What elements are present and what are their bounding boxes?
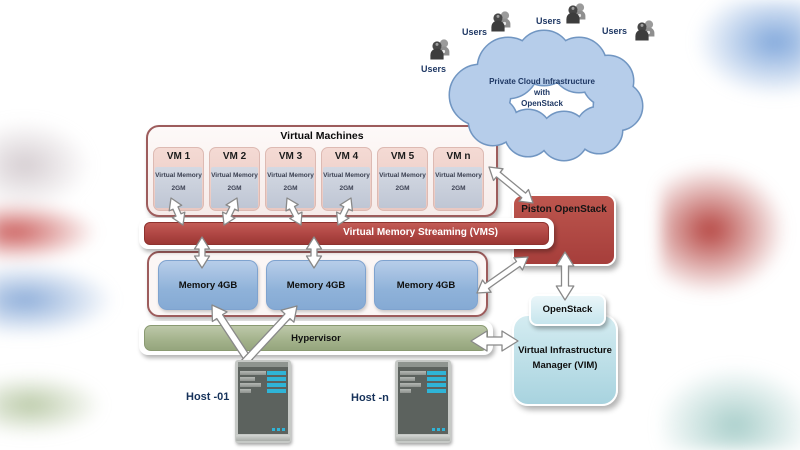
host-server-tower-n bbox=[395, 360, 451, 443]
vm-memory-line2: 2GM bbox=[395, 185, 410, 192]
vm-memory-panel: Virtual Memory 2GM bbox=[379, 167, 426, 208]
openstack-label: OpenStack bbox=[542, 304, 593, 315]
vm-memory-panel: Virtual Memory 2GM bbox=[211, 167, 258, 208]
vm-name: VM 1 bbox=[166, 151, 191, 162]
vm-name: VM 2 bbox=[222, 151, 247, 162]
vm-card-5: VM 5 Virtual Memory 2GM bbox=[377, 147, 428, 211]
vm-memory-line1: Virtual Memory bbox=[379, 172, 426, 179]
host-label-n: Host -n bbox=[351, 392, 389, 404]
vms-bar-label: Virtual Memory Streaming (VMS) bbox=[343, 227, 498, 238]
users-icon bbox=[635, 20, 655, 41]
vm-memory-panel: Virtual Memory 2GM bbox=[155, 167, 202, 208]
blurred-backdrop-right bbox=[660, 0, 800, 450]
vm-memory-panel: Virtual Memory 2GM bbox=[267, 167, 314, 208]
vm-card-row: VM 1 Virtual Memory 2GM VM 2 Virtual Mem… bbox=[153, 147, 484, 211]
vms-bar: Virtual Memory Streaming (VMS) bbox=[144, 222, 549, 245]
vm-memory-line1: Virtual Memory bbox=[211, 172, 258, 179]
users-icon bbox=[566, 3, 586, 24]
virtual-machines-group: Virtual Machines VM 1 Virtual Memory 2GM… bbox=[146, 125, 498, 217]
cloud-label-line3: OpenStack bbox=[521, 99, 563, 108]
vm-memory-line2: 2GM bbox=[227, 185, 242, 192]
vm-memory-line1: Virtual Memory bbox=[435, 172, 482, 179]
users-icon bbox=[430, 39, 450, 60]
vim-box: Virtual Infrastructure Manager (VIM) bbox=[512, 314, 618, 406]
cloud-label: Private Cloud Infrastructure with OpenSt… bbox=[462, 76, 622, 109]
vim-label-line1: Virtual Infrastructure bbox=[518, 345, 612, 356]
vm-card-1: VM 1 Virtual Memory 2GM bbox=[153, 147, 204, 211]
cloud-label-line1: Private Cloud Infrastructure bbox=[489, 77, 595, 86]
hypervisor-bar-container: Hypervisor bbox=[139, 321, 493, 355]
tower-body bbox=[398, 367, 448, 434]
vm-memory-line2: 2GM bbox=[451, 185, 466, 192]
hypervisor-bar: Hypervisor bbox=[144, 325, 488, 351]
users-label: Users bbox=[462, 27, 488, 37]
host-label-1: Host -01 bbox=[186, 391, 230, 403]
host-server-tower-1 bbox=[235, 360, 291, 443]
cloud-shape bbox=[448, 29, 644, 162]
blurred-backdrop-left bbox=[0, 0, 145, 450]
vm-name: VM 5 bbox=[390, 151, 415, 162]
vm-memory-panel: Virtual Memory 2GM bbox=[435, 167, 482, 208]
users-label: Users bbox=[536, 16, 562, 26]
hypervisor-label: Hypervisor bbox=[291, 332, 341, 344]
openstack-box: OpenStack bbox=[529, 294, 606, 326]
memory-box-2: Memory 4GB bbox=[266, 260, 366, 310]
tower-base bbox=[236, 435, 290, 441]
vm-name: VM 3 bbox=[278, 151, 303, 162]
vm-memory-line2: 2GM bbox=[171, 185, 186, 192]
tower-led-dots bbox=[432, 428, 445, 431]
vm-card-4: VM 4 Virtual Memory 2GM bbox=[321, 147, 372, 211]
vm-memory-line2: 2GM bbox=[283, 185, 298, 192]
vm-memory-panel: Virtual Memory 2GM bbox=[323, 167, 370, 208]
memory-box-1: Memory 4GB bbox=[158, 260, 258, 310]
memory-group: Memory 4GB Memory 4GB Memory 4GB bbox=[147, 251, 488, 317]
vm-memory-line1: Virtual Memory bbox=[267, 172, 314, 179]
users-icon bbox=[491, 11, 511, 32]
tower-cap bbox=[398, 362, 448, 367]
tower-body bbox=[238, 367, 288, 434]
vim-label: Virtual Infrastructure Manager (VIM) bbox=[514, 316, 616, 373]
vm-card-2: VM 2 Virtual Memory 2GM bbox=[209, 147, 260, 211]
vms-bar-container: Virtual Memory Streaming (VMS) bbox=[139, 218, 554, 249]
users-label: Users bbox=[602, 26, 628, 36]
vm-name: VM n bbox=[446, 151, 471, 162]
piston-openstack-label: Piston OpenStack bbox=[521, 204, 607, 215]
vm-name: VM 4 bbox=[334, 151, 359, 162]
vm-memory-line2: 2GM bbox=[339, 185, 354, 192]
vm-card-3: VM 3 Virtual Memory 2GM bbox=[265, 147, 316, 211]
vm-memory-line1: Virtual Memory bbox=[323, 172, 370, 179]
vm-card-n: VM n Virtual Memory 2GM bbox=[433, 147, 484, 211]
virtual-machines-title: Virtual Machines bbox=[280, 130, 364, 142]
tower-base bbox=[396, 435, 450, 441]
cloud-label-line2: with bbox=[534, 88, 550, 97]
users-label: Users bbox=[421, 64, 447, 74]
vim-label-line2: Manager (VIM) bbox=[532, 360, 598, 371]
tower-led-dots bbox=[272, 428, 285, 431]
memory-box-3: Memory 4GB bbox=[374, 260, 478, 310]
vm-memory-line1: Virtual Memory bbox=[155, 172, 202, 179]
